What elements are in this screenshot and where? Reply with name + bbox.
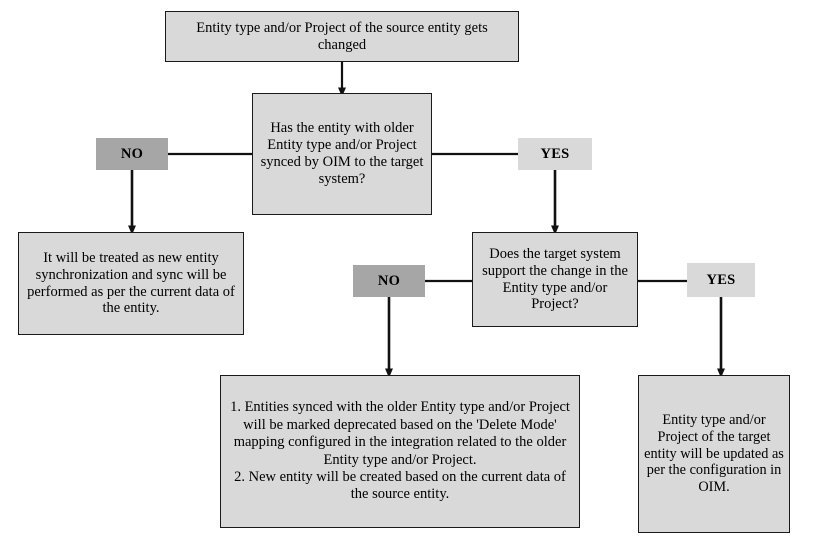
- label-decision2-no[interactable]: NO: [353, 265, 425, 297]
- node-result-new-synchronization[interactable]: It will be treated as new entity synchro…: [18, 232, 244, 335]
- node-result-update-target-entity[interactable]: Entity type and/or Project of the target…: [638, 375, 790, 533]
- node-result-deprecate-and-recreate[interactable]: 1. Entities synced with the older Entity…: [220, 375, 580, 528]
- node-decision-target-supports-change[interactable]: Does the target system support the chang…: [472, 232, 638, 327]
- label-decision1-no[interactable]: NO: [96, 138, 168, 170]
- label-decision1-yes[interactable]: YES: [518, 138, 592, 170]
- node-start[interactable]: Entity type and/or Project of the source…: [165, 11, 519, 62]
- label-decision2-yes[interactable]: YES: [687, 263, 755, 297]
- node-decision-synced-by-oim[interactable]: Has the entity with older Entity type an…: [252, 93, 432, 215]
